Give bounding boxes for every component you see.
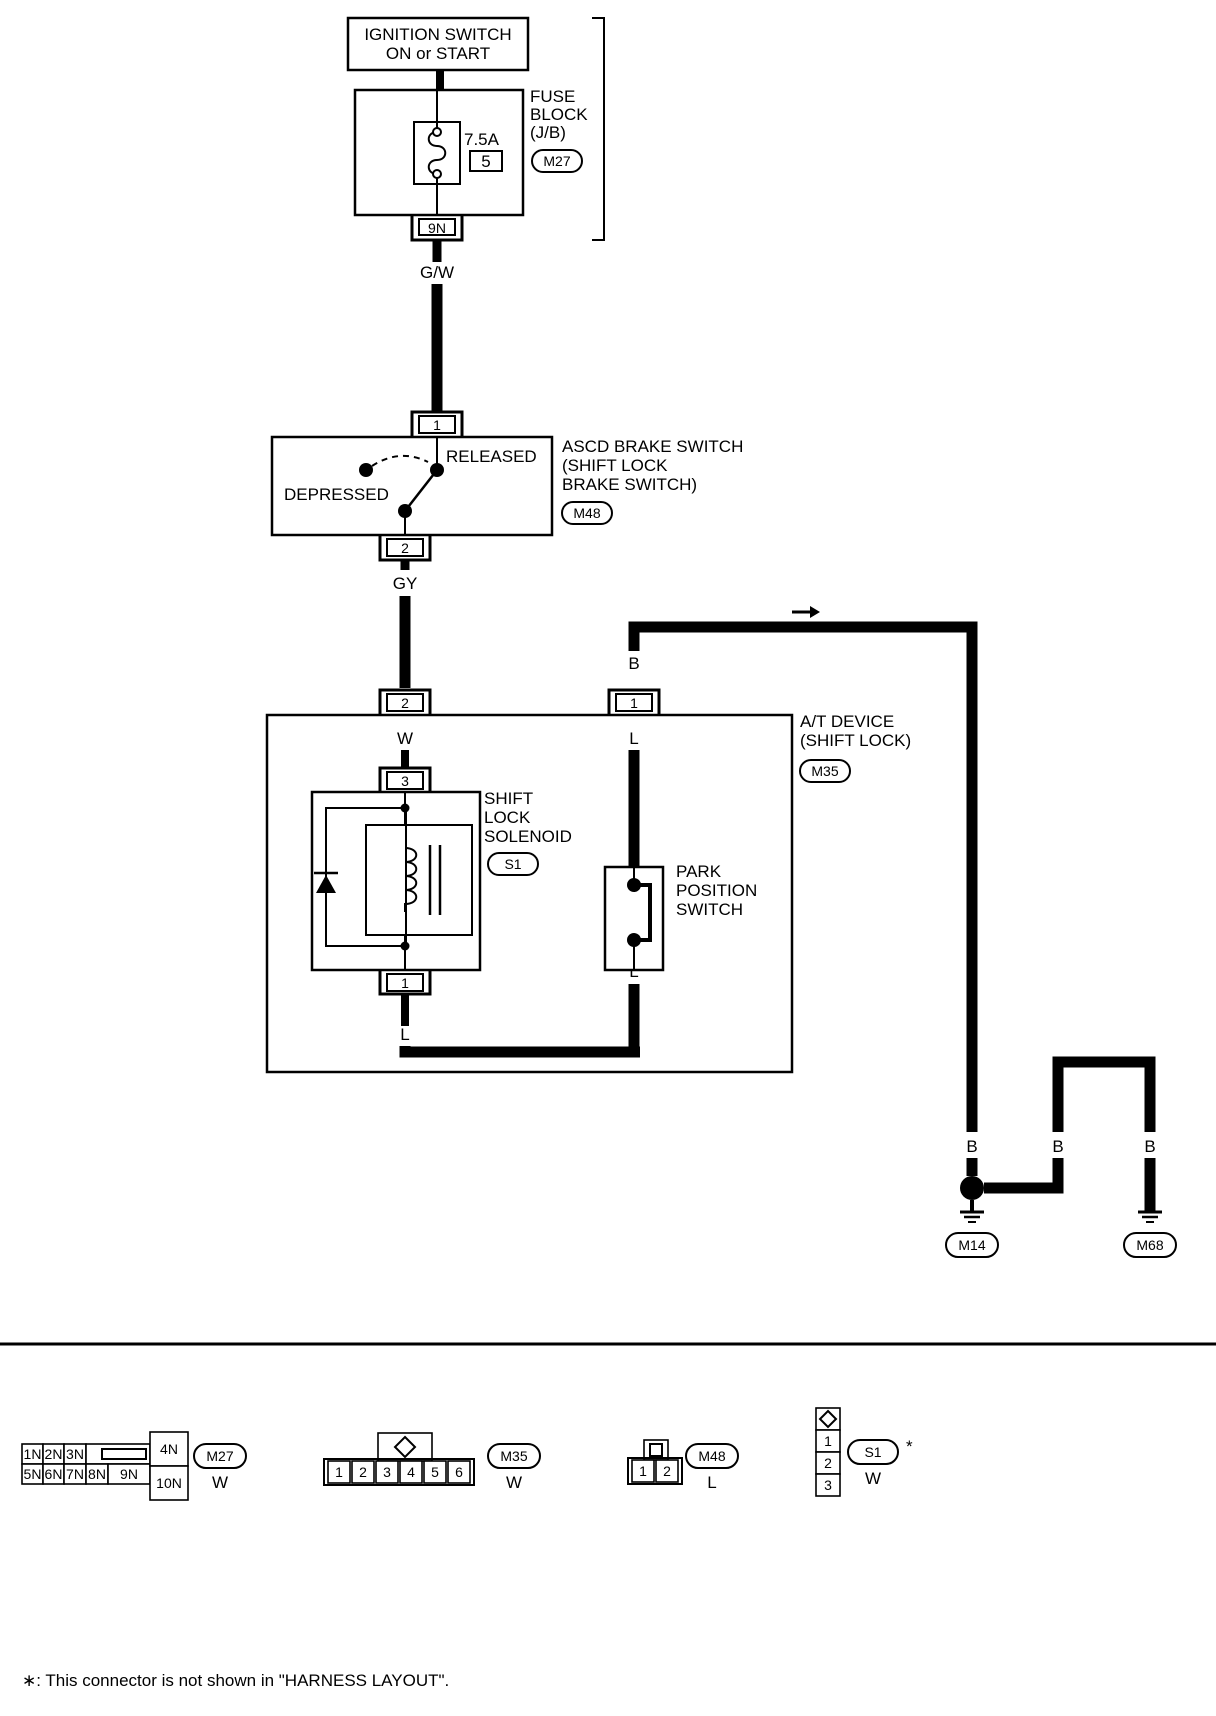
wire-color-b-m68: B [1144,1137,1155,1156]
svg-text:4: 4 [407,1464,415,1480]
connector-face-s1: 1 2 3 [815,1407,841,1497]
connector-id-m35: M35 [500,1448,527,1464]
fuse-block-label-1: FUSE [530,87,575,106]
splice-point [960,1176,984,1200]
at-device-label-2: (SHIFT LOCK) [800,731,911,750]
coil-icon [404,847,418,912]
svg-text:3: 3 [383,1464,391,1480]
svg-text:6: 6 [455,1464,463,1480]
ascd-brake-switch: 1 RELEASED DEPRESSED 2 [270,410,554,562]
ignition-switch-label-1: IGNITION SWITCH [364,25,511,44]
switch-travel-path [371,455,429,467]
fuse-block-label-2: BLOCK [530,105,588,124]
at-device-connector-id: M35 [811,763,838,779]
connector-color-m27: W [212,1473,228,1492]
fuse-icon [427,131,447,175]
solenoid-label-2: LOCK [484,808,531,827]
brake-switch-terminal-2: 2 [401,540,409,556]
solenoid-label-1: SHIFT [484,789,533,808]
solenoid-terminal-3: 3 [401,773,409,789]
svg-text:1: 1 [335,1464,343,1480]
brake-switch-state-released: RELEASED [446,447,537,466]
park-switch-label-2: POSITION [676,881,757,900]
svg-text:2N: 2N [45,1446,63,1462]
wire-color-w: W [397,729,413,748]
svg-text:10N: 10N [156,1475,182,1491]
svg-text:1: 1 [824,1433,832,1449]
connector-face-m48: 1 2 [627,1439,683,1485]
ground-m68-icon [1138,1210,1162,1223]
park-position-switch [603,865,665,972]
solenoid-terminal-1: 1 [401,975,409,991]
shift-lock-solenoid [310,790,482,972]
connector-color-m35: W [506,1473,522,1492]
footnote: ∗: This connector is not shown in "HARNE… [22,1671,449,1690]
wire-color-g-w: G/W [420,263,454,282]
solenoid-connector-id: S1 [504,856,521,872]
solenoid-label-3: SOLENOID [484,827,572,846]
wire-color-l-mid: L [629,962,638,981]
svg-text:7N: 7N [66,1466,84,1482]
connector-face-m27: 1N 2N 3N 5N 6N 7N 8N 9N 4N 10N [21,1431,189,1501]
park-switch-label-1: PARK [676,862,722,881]
connector-s1-mark: * [906,1437,913,1456]
svg-text:5: 5 [431,1464,439,1480]
diode-icon [316,875,336,893]
park-switch-label-3: SWITCH [676,900,743,919]
svg-text:4N: 4N [160,1441,178,1457]
connector-id-m48: M48 [698,1448,725,1464]
wire-color-b-jump: B [1052,1137,1063,1156]
fuse-block-label-3: (J/B) [530,123,566,142]
ground-m14-id: M14 [958,1237,985,1253]
brake-switch-state-depressed: DEPRESSED [284,485,389,504]
svg-text:5N: 5N [24,1466,42,1482]
fuse-block: 7.5A 5 9N [353,88,525,242]
ground-m68-id: M68 [1136,1237,1163,1253]
at-device-terminal-1: 1 [630,695,638,711]
svg-text:9N: 9N [120,1466,138,1482]
ground-m14-icon [960,1200,984,1223]
wire-color-l-top: L [629,729,638,748]
fuse-number: 5 [481,152,490,171]
svg-text:6N: 6N [45,1466,63,1482]
connector-id-m27: M27 [206,1448,233,1464]
at-device: 2 1 W L L L 3 [265,688,794,1074]
wire-color-b-m14: B [966,1137,977,1156]
arrow-icon [810,606,820,618]
brake-switch-label-1: ASCD BRAKE SWITCH [562,437,743,456]
brake-switch-label-3: BRAKE SWITCH) [562,475,697,494]
wire-color-l-bottom: L [400,1025,409,1044]
connector-face-m35: 1 2 3 4 5 6 [323,1432,475,1486]
fuse-block-connector-id: M27 [543,153,570,169]
svg-text:2: 2 [359,1464,367,1480]
wire-color-b-top: B [628,654,639,673]
fuse-terminal: 9N [428,220,446,236]
svg-text:3N: 3N [66,1446,84,1462]
svg-text:1: 1 [639,1463,647,1479]
brake-switch-terminal-1: 1 [433,417,441,433]
svg-text:2: 2 [824,1455,832,1471]
svg-text:2: 2 [663,1463,671,1479]
ignition-switch: IGNITION SWITCH ON or START [346,16,530,72]
svg-text:3: 3 [824,1477,832,1493]
ignition-switch-label-2: ON or START [386,44,490,63]
svg-text:8N: 8N [88,1466,106,1482]
fuse-rating: 7.5A [464,130,500,149]
connector-color-m48: L [707,1473,716,1492]
at-device-label-1: A/T DEVICE [800,712,894,731]
at-device-terminal-2: 2 [401,695,409,711]
connector-color-s1: W [865,1469,881,1488]
connector-id-s1: S1 [864,1444,881,1460]
wire-color-gy: GY [393,574,418,593]
svg-text:1N: 1N [24,1446,42,1462]
brake-switch-label-2: (SHIFT LOCK [562,456,668,475]
bracket [592,17,605,241]
brake-switch-connector-id: M48 [573,505,600,521]
